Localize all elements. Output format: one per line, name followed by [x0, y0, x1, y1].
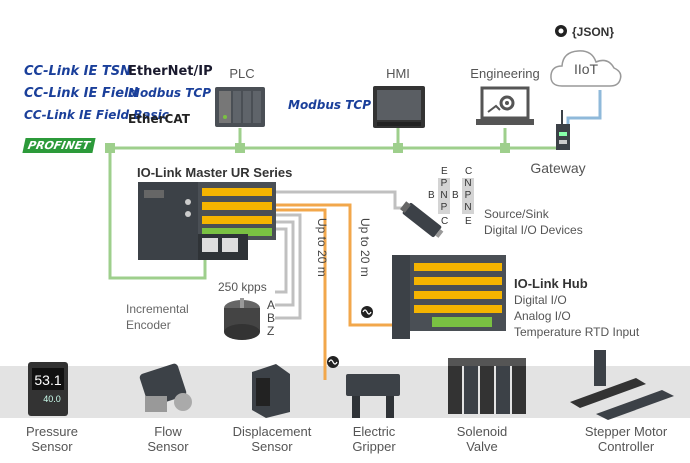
iiot-label: IIoT	[573, 61, 599, 77]
cable-length-label-2: Up to 20 m	[358, 218, 372, 277]
engineering-laptop-icon	[476, 86, 534, 125]
json-logo-icon	[555, 25, 567, 37]
flow-sensor-device	[139, 363, 192, 412]
encoder-device	[224, 298, 260, 340]
encoder-channel-a: A	[267, 298, 276, 312]
gateway-device	[556, 110, 570, 150]
modbus-tcp-mid-logo: Modbus TCP	[288, 98, 372, 112]
plc-node	[235, 143, 245, 153]
npn-bottom: E	[465, 216, 472, 227]
sensor-io-link-line	[274, 208, 327, 380]
encoder-label-line2: Encoder	[126, 318, 171, 332]
source-sink-line	[275, 190, 405, 210]
ethernet-ip-logo: EtherNet/IP	[128, 64, 213, 79]
solenoid-valve-device	[448, 358, 526, 414]
hub-feature-digital: Digital I/O	[514, 293, 567, 307]
source-sink-label-line2: Digital I/O Devices	[484, 223, 583, 237]
npn-top: C	[465, 166, 473, 177]
cclink-ie-tsn-logo: CC-Link IE TSN	[24, 64, 131, 79]
cable-length-label-1: Up to 20 m	[315, 218, 329, 277]
encoder-channel-z: Z	[267, 324, 275, 338]
pnp-letters: P N P	[438, 178, 450, 214]
pressure-sensor-device: 53.1 40.0	[28, 362, 68, 416]
device-floor	[0, 366, 690, 418]
pnp-top: E	[441, 166, 448, 177]
master-network-line	[108, 148, 207, 280]
hub-feature-analog: Analog I/O	[514, 309, 571, 323]
io-link-master-device	[138, 182, 276, 260]
npn-letters: N P N	[462, 178, 474, 214]
stepper-motor-controller-device	[570, 350, 674, 420]
hub-feature-rtd: Temperature RTD Input	[514, 325, 640, 339]
encoder-line-b	[274, 220, 295, 307]
io-link-hub-title: IO-Link Hub	[514, 276, 588, 291]
io-link-hub-device	[392, 255, 506, 339]
cclink-ie-field-basic-logo: CC-Link IE Field Basic	[24, 108, 169, 122]
hmi-label: HMI	[386, 66, 410, 81]
json-label: {JSON}	[572, 25, 615, 39]
modbus-tcp-logo: Modbus TCP	[128, 86, 212, 100]
cloud-icon	[550, 50, 622, 87]
npn-side: B	[452, 190, 459, 201]
electric-gripper-device	[346, 374, 400, 418]
hub-io-link-line	[274, 203, 398, 327]
encoder-line-a	[274, 227, 288, 294]
master-node	[105, 143, 115, 153]
encoder-line-z	[274, 213, 302, 320]
hmi-node	[393, 143, 403, 153]
encoder-label-line1: Incremental	[126, 302, 189, 316]
pnp-bottom: C	[441, 216, 449, 227]
encoder-channel-b: B	[267, 311, 276, 325]
plc-label: PLC	[229, 66, 255, 81]
ethercat-logo: EtherCAT	[128, 112, 190, 126]
profinet-logo: PROFINET	[22, 138, 96, 153]
pressure-display-sub: 40.0	[43, 394, 61, 404]
proximity-sensor-device	[400, 201, 444, 238]
displacement-sensor-device	[252, 364, 290, 418]
engineering-label: Engineering	[470, 66, 540, 81]
plc-device	[215, 87, 265, 127]
io-link-master-title: IO-Link Master UR Series	[137, 165, 293, 180]
engineering-node	[500, 143, 510, 153]
pnp-side: B	[428, 190, 435, 201]
pressure-display-main: 53.1	[34, 372, 61, 388]
cclink-ie-field-logo: CC-Link IE Field	[24, 86, 138, 101]
source-sink-label-line1: Source/Sink	[484, 207, 549, 221]
hmi-device	[373, 86, 425, 128]
encoder-speed-label: 250 kpps	[218, 280, 267, 294]
gateway-label: Gateway	[530, 160, 586, 176]
